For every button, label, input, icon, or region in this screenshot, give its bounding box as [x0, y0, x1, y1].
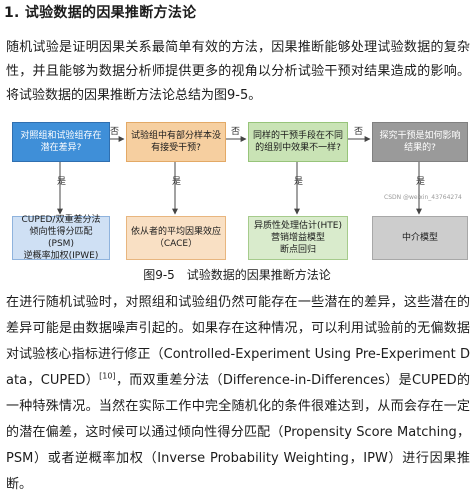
yes-label-4: 是 [416, 177, 426, 187]
bottom-box-3: 异质性处理估计(HTE) 营销增益模型 断点回归 [248, 216, 348, 260]
diagram-arrows [57, 136, 422, 215]
bottom-box-2: 依从者的平均因果效应 （CACE） [126, 216, 226, 260]
yes-label-1: 是 [57, 177, 67, 187]
no-label-1: 否 [110, 127, 120, 137]
citation-ref: [10] [99, 371, 116, 381]
top-box-2: 试验组中有部分样本没有接受干预? [126, 122, 226, 162]
bottom-box-4: 中介模型 [372, 216, 468, 260]
body-text-before: 在进行随机试验时，对照组和试验组仍然可能存在一些潜在的差异，这些潜在的差异可能是… [6, 295, 470, 388]
no-label-3: 否 [354, 127, 364, 137]
csdn-watermark: CSDN @weixin_43764274 [384, 194, 462, 201]
bottom-box-1: CUPED/双重差分法 倾向性得分匹配(PSM) 逆概率加权(IPWE) [12, 215, 110, 261]
section-heading: 1. 试验数据的因果推断方法论 [4, 5, 197, 21]
top-box-4: 探究干预是如何影响结果的? [372, 122, 468, 162]
yes-label-3: 是 [294, 177, 304, 187]
body-text-after: ，而双重差分法（Difference-in-Differences）是CUPED… [6, 373, 471, 492]
no-label-2: 否 [231, 127, 241, 137]
intro-paragraph: 随机试验是证明因果关系最简单有效的方法，因果推断能够处理试验数据的复杂性，并且能… [6, 40, 470, 103]
top-box-3: 同样的干预手段在不同的组别中效果不一样? [248, 122, 348, 162]
yes-label-2: 是 [172, 177, 182, 187]
body-paragraph: 在进行随机试验时，对照组和试验组仍然可能存在一些潜在的差异，这些潜在的差异可能是… [6, 290, 470, 498]
figure-caption: 图9-5 试验数据的因果推断方法论 [143, 268, 331, 282]
top-box-1: 对照组和试验组存在潜在差异? [12, 122, 110, 162]
